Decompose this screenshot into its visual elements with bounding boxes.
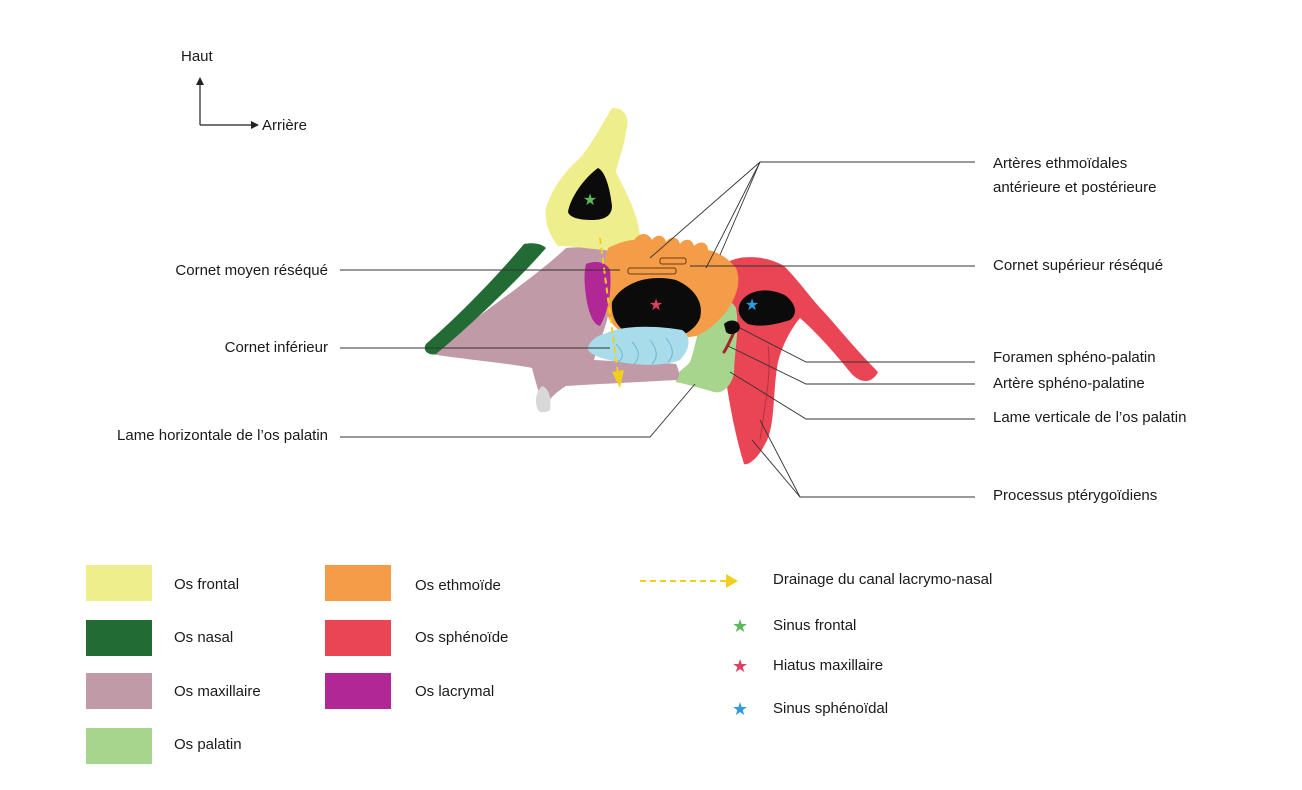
legend-drainage-line [640,580,726,582]
orientation-up-label: Haut [181,48,213,65]
label-ethmoid-arteries-line1: Artères ethmoïdales [993,155,1128,172]
ethmoid-cells [627,257,687,275]
sphenoid-sinus-cavity [738,290,795,326]
legend-label-ethmoid: Os ethmoïde [415,577,501,594]
label-sphenopalatine-foramen: Foramen sphéno-palatin [993,349,1156,366]
drainage-arrow [599,237,624,388]
legend-label-palatine: Os palatin [174,736,242,753]
label-sphenopalatine-artery: Artère sphéno-palatine [993,375,1145,392]
inferior-turbinate [588,326,689,365]
pterygoid-ridge [759,345,770,441]
legend-sphenoid-sinus-star-icon: ★ [732,699,749,719]
label-superior-turbinate: Cornet supérieur réséqué [993,257,1164,274]
legend-label-nasal: Os nasal [174,629,234,646]
label-palatine-horizontal: Lame horizontale de l’os palatin [117,427,328,444]
palatine-bone [675,300,738,393]
legend-label-frontal: Os frontal [174,576,240,593]
label-ethmoid-arteries-line2: antérieure et postérieure [993,179,1157,196]
legend-swatch-ethmoid [325,565,391,601]
leader-lines [340,161,975,498]
legend-swatch-lacrimal [325,673,391,709]
maxillary-hiatus-star: ★ [649,297,663,314]
label-inferior-turbinate: Cornet inférieur [224,339,328,356]
label-pterygoid: Processus ptérygoïdiens [993,487,1158,504]
legend-label-maxillary-hiatus: Hiatus maxillaire [773,657,884,674]
sphenoid-bone [717,257,878,465]
legend-swatch-nasal [86,620,152,656]
legend-label-drainage: Drainage du canal lacrymo-nasal [773,571,993,588]
legend-label-lacrimal: Os lacrymal [415,683,495,700]
orientation-back-label: Arrière [262,117,308,134]
inferior-turbinate-folds [615,337,673,365]
lacrimal-bone [584,262,611,326]
nasal-bone [424,243,546,355]
legend-swatch-sphenoid [325,620,391,656]
legend-maxillary-hiatus-star-icon: ★ [732,656,749,676]
legend-label-sphenoid-sinus: Sinus sphénoïdal [773,700,889,717]
legend-swatch-palatine [86,728,152,764]
label-middle-turbinate: Cornet moyen réséqué [175,262,328,279]
legend-frontal-sinus-star-icon: ★ [732,616,749,636]
frontal-sinus-cavity [568,168,612,220]
maxillary-hiatus-cavity [611,278,701,341]
sphenopalatine-foramen [724,320,740,335]
tooth [535,386,551,413]
legend-label-frontal-sinus: Sinus frontal [773,617,857,634]
orientation-axes [196,77,259,129]
legend-swatch-maxillary [86,673,152,709]
legend-label-maxillary: Os maxillaire [174,683,261,700]
legend-label-sphenoid: Os sphénoïde [415,629,509,646]
frontal-sinus-star: ★ [583,192,597,209]
sphenoid-sinus-star: ★ [745,297,759,314]
anatomy-stars: ★ ★ ★ [583,192,759,314]
legend-drainage-arrowhead [726,574,738,588]
label-palatine-vertical: Lame verticale de l’os palatin [993,409,1187,426]
legend-swatch-frontal [86,565,152,601]
